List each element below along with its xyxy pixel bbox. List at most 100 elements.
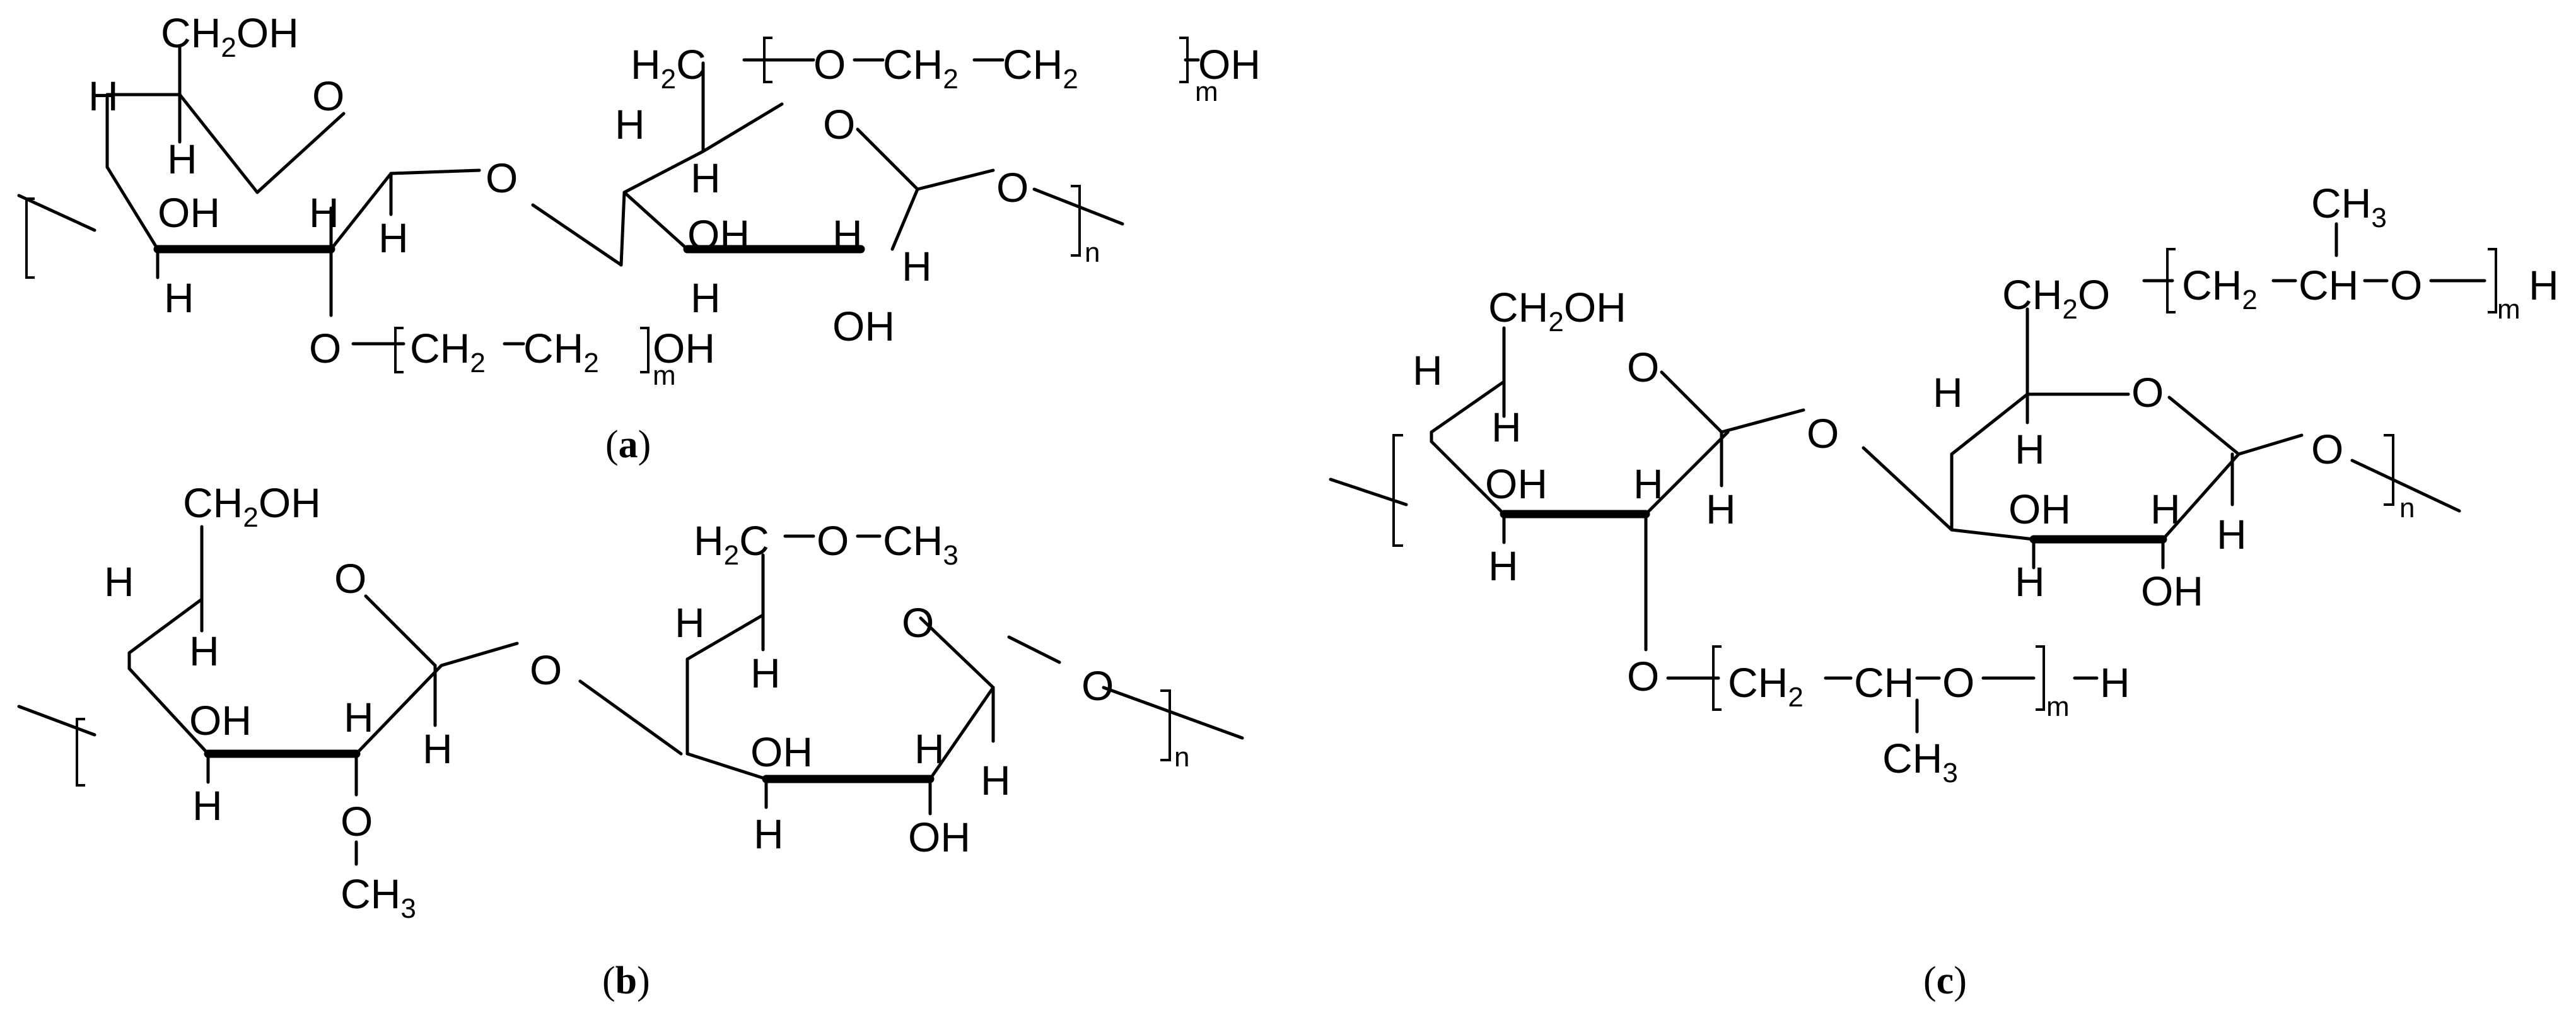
panel-b-bonds <box>17 525 1244 816</box>
panel-a-ring1-h-left: H <box>88 73 119 119</box>
panel-b-ring1-oxygen: O <box>334 555 366 602</box>
panel-a-bot-m: m <box>653 360 676 391</box>
panel-c-bonds <box>1329 222 2461 734</box>
panel-c-bot-h: H <box>2100 659 2130 706</box>
panel-a-ring2-h-c2: H <box>832 211 863 258</box>
panel-c-atoms: CH2OH O H H OH H H H O CH2O CH2 CH O m H… <box>1413 180 2559 788</box>
panel-b-caption: (b) <box>602 959 650 1002</box>
panel-c-ring2-h-c2: H <box>2150 486 2181 532</box>
panel-a-caption: (a) <box>605 423 651 466</box>
panel-a-top-ch2-a: CH2 <box>883 41 959 95</box>
panel-a-bot-oh: OH <box>653 325 715 372</box>
panel-a-bot-o: O <box>309 325 341 372</box>
panel-a-ring2-oxygen: O <box>823 101 855 148</box>
panel-c-end-oxygen: O <box>2311 426 2343 472</box>
panel-a-ring1-h-anom: H <box>378 214 409 261</box>
panel-b-ring2-h-bot: H <box>754 811 784 857</box>
panel-b-brackets <box>76 689 1171 787</box>
panel-a-ring1-h-in: H <box>167 136 197 182</box>
panel-a-ring2-h-bot: H <box>691 274 721 321</box>
panel-c-repeat-n: n <box>2399 493 2415 524</box>
panel-a-atoms: CH2OH O H H OH H H H O O H H OH H H H OH… <box>88 9 1261 391</box>
panel-c-ring1-oh-in: OH <box>1485 460 1547 507</box>
panel-c-link-oxygen: O <box>1807 410 1839 457</box>
panel-c-caption: (c) <box>1923 959 1967 1002</box>
panel-a-link-oxygen: O <box>486 155 518 201</box>
panel-b-bot-o: O <box>341 798 373 845</box>
panel-a-top-o: O <box>813 41 846 88</box>
panel-a-end-oxygen: O <box>996 164 1029 211</box>
panel-a-ring2-h-anom: H <box>902 243 932 290</box>
panel-c-bot-o: O <box>1627 653 1659 700</box>
panel-b-ring2-h-in: H <box>750 650 781 696</box>
panel-a-ring2-h-in: H <box>691 155 721 201</box>
panel-b-ring2-oh-bot: OH <box>908 814 970 860</box>
panel-c-ring2-oh-bot: OH <box>2141 568 2203 614</box>
panel-a-bot-ch2-a: CH2 <box>410 325 486 378</box>
panel-a-ring1-h-bot: H <box>164 274 194 321</box>
panel-b-ring1-oh-in: OH <box>189 697 252 744</box>
panel-c-ring2-oh-in: OH <box>2008 486 2071 532</box>
panel-a: CH2OH O H H OH H H H O O H H OH H H H OH… <box>17 9 1261 466</box>
panel-c: CH2OH O H H OH H H H O CH2O CH2 CH O m H… <box>1329 180 2559 1002</box>
panel-b-top-o: O <box>817 517 849 564</box>
panel-c-top-o: O <box>2390 262 2422 308</box>
panel-b-ring1-h-bot: H <box>192 782 223 829</box>
panel-b-ring2-oh-in: OH <box>750 729 813 775</box>
panel-b: CH2OH O H H OH H H H O CH3 O H2C O CH3 O… <box>17 479 1244 1002</box>
panel-c-ring1-oxygen: O <box>1627 344 1659 390</box>
panel-b-atoms: CH2OH O H H OH H H H O CH3 O H2C O CH3 O… <box>104 479 1189 924</box>
panel-b-link-oxygen: O <box>530 647 562 693</box>
panel-b-ch2oh-label: CH2OH <box>183 479 321 533</box>
panel-b-ring2-h-c2: H <box>914 725 945 772</box>
panel-a-ch2oh-label: CH2OH <box>161 9 299 63</box>
panel-a-top-h2c: H2C <box>631 41 706 95</box>
panel-b-ring2-h-anom: H <box>981 757 1011 804</box>
panel-c-bot-ch2: CH2 <box>1728 659 1804 713</box>
panel-c-ring2-oxygen: O <box>2131 369 2164 416</box>
panel-c-top-ch2: CH2 <box>2182 262 2258 315</box>
panel-a-top-oh: OH <box>1198 41 1261 88</box>
panel-c-ring2-h-left: H <box>1933 369 1963 416</box>
panel-b-top-ch3: CH3 <box>883 517 959 571</box>
panel-c-top-m: m <box>2497 294 2521 325</box>
panel-a-top-m: m <box>1195 76 1218 107</box>
panel-a-bot-ch2-b: CH2 <box>523 325 599 378</box>
panel-c-bot-ch3: CH3 <box>1882 735 1958 788</box>
panel-c-ring1-h-in: H <box>1491 404 1522 450</box>
panel-c-ring1-h-anom: H <box>1706 486 1736 532</box>
panel-c-top-ch2o: CH2O <box>2002 271 2110 325</box>
panel-b-ring1-h-left: H <box>104 558 134 605</box>
panel-b-bot-ch3: CH3 <box>341 870 416 924</box>
panel-a-bonds <box>17 45 1124 317</box>
panel-b-ring1-h-anom: H <box>423 725 453 772</box>
panel-c-top-ch3: CH3 <box>2311 180 2387 233</box>
panel-c-bot-o2: O <box>1942 659 1974 706</box>
panel-c-top-ch: CH <box>2299 262 2358 308</box>
panel-c-ch2oh-label: CH2OH <box>1488 284 1626 337</box>
panel-c-bot-ch: CH <box>1854 659 1914 706</box>
panel-a-top-ch2-b: CH2 <box>1003 41 1078 95</box>
panel-a-ring2-oh-bot: OH <box>832 303 895 349</box>
panel-b-ring1-h-in: H <box>189 628 219 674</box>
panel-b-top-h2c: H2C <box>694 517 769 571</box>
panel-a-ring1-oxygen: O <box>312 73 344 119</box>
panel-c-ring2-h-bot: H <box>2015 558 2045 605</box>
panel-b-repeat-n: n <box>1174 742 1189 773</box>
panel-a-ring1-oh-in: OH <box>158 189 220 236</box>
panel-b-end-oxygen: O <box>1081 662 1114 709</box>
panel-b-ring2-oxygen: O <box>902 599 934 646</box>
panel-a-ring2-oh-in: OH <box>687 211 750 258</box>
panel-c-ring1-h-c2: H <box>1633 460 1664 507</box>
panel-a-ring1-h-c2: H <box>309 189 339 236</box>
panel-c-ring1-h-left: H <box>1413 347 1443 394</box>
panel-c-bot-m: m <box>2046 691 2070 722</box>
panel-b-ring1-h-c2: H <box>344 694 374 741</box>
panel-a-repeat-n: n <box>1085 237 1100 268</box>
panel-c-top-h: H <box>2529 262 2559 308</box>
panel-c-ring2-h-in: H <box>2015 426 2045 472</box>
panel-c-ring1-h-bot: H <box>1488 542 1518 589</box>
panel-b-ring2-h-left: H <box>675 599 705 646</box>
panel-c-ring2-h-anom: H <box>2217 511 2247 558</box>
